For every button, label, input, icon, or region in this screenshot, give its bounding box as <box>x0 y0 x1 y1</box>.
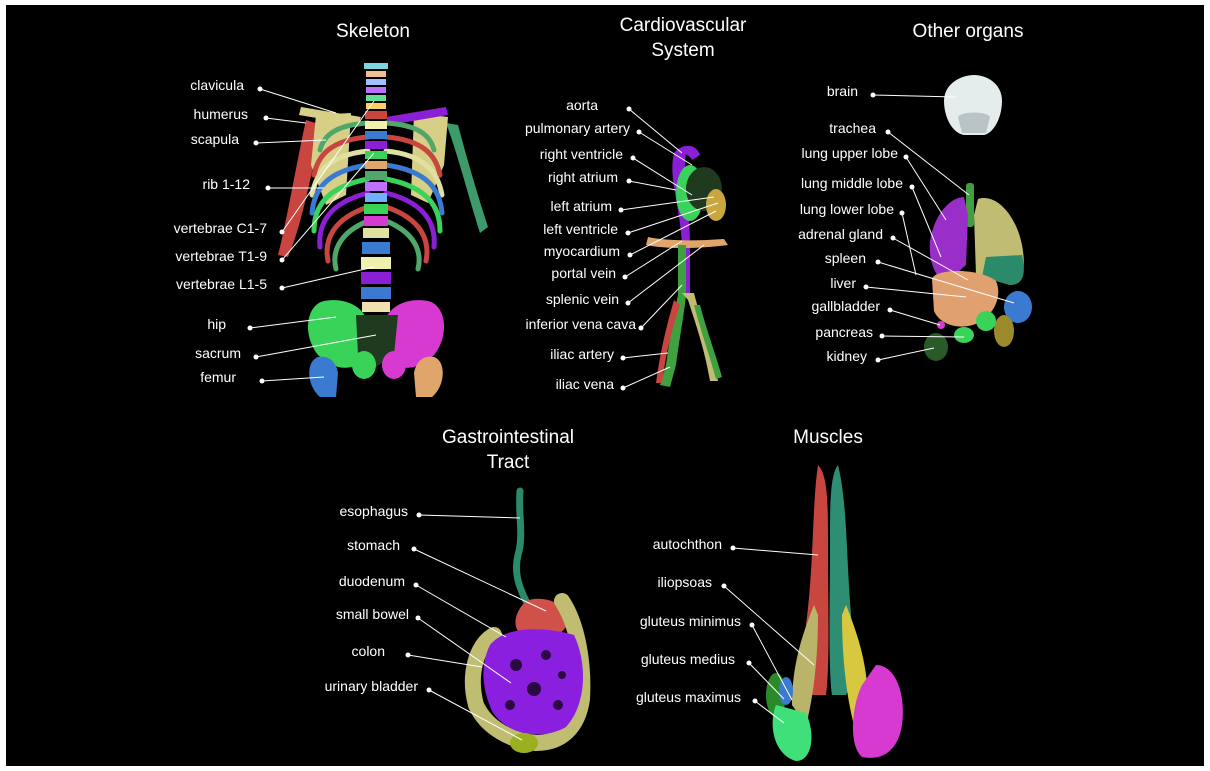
label-lung-middle-lobe: lung middle lobe <box>801 175 903 191</box>
label-kidney: kidney <box>827 348 867 364</box>
label-hip: hip <box>207 316 226 332</box>
label-spleen: spleen <box>825 250 866 266</box>
label-lung-upper-lobe: lung upper lobe <box>801 145 898 161</box>
gi-title-line1: Gastrointestinal <box>442 427 574 448</box>
label-gluteus-maximus: gluteus maximus <box>636 689 741 705</box>
label-gallbladder: gallbladder <box>812 298 881 314</box>
gi-title-line2: Tract <box>487 452 530 473</box>
label-autochthon: autochthon <box>653 536 722 552</box>
label-small-bowel: small bowel <box>336 606 409 622</box>
label-stomach: stomach <box>347 537 400 553</box>
label-urinary-bladder: urinary bladder <box>325 678 419 694</box>
label-iliac-vena: iliac vena <box>556 376 615 392</box>
label-vertebrae-t: vertebrae T1-9 <box>175 248 267 264</box>
cardio-title-line2: System <box>651 40 714 61</box>
label-adrenal-gland: adrenal gland <box>798 226 883 242</box>
organs-labels: brain trachea lung upper lobe lung middl… <box>798 83 903 364</box>
skeleton-labels: clavicula humerus scapula rib 1-12 verte… <box>174 77 268 385</box>
muscles-title: Muscles <box>793 427 863 448</box>
organs-model <box>924 75 1032 361</box>
muscles-model <box>766 465 903 761</box>
gi-labels: esophagus stomach duodenum small bowel c… <box>325 503 419 694</box>
label-humerus: humerus <box>194 106 248 122</box>
label-myocardium: myocardium <box>544 243 620 259</box>
label-trachea: trachea <box>829 120 876 136</box>
cardio-labels: aorta pulmonary artery right ventricle r… <box>525 97 636 392</box>
label-portal-vein: portal vein <box>551 265 616 281</box>
label-clavicula: clavicula <box>190 77 244 93</box>
muscles-panel: Muscles autochthon iliopsoas gluteus min… <box>636 427 903 761</box>
label-right-ventricle: right ventricle <box>540 146 623 162</box>
label-left-atrium: left atrium <box>551 198 612 214</box>
label-duodenum: duodenum <box>339 573 405 589</box>
skeleton-panel: Skeleton <box>174 21 488 397</box>
label-rib: rib 1-12 <box>203 176 251 192</box>
label-iliopsoas: iliopsoas <box>658 574 712 590</box>
label-lung-lower-lobe: lung lower lobe <box>800 201 894 217</box>
figure-frame: Skeleton <box>6 5 1204 766</box>
label-aorta: aorta <box>566 97 598 113</box>
gi-panel: Gastrointestinal Tract <box>325 427 583 753</box>
label-splenic-vein: splenic vein <box>546 291 619 307</box>
label-sacrum: sacrum <box>195 345 241 361</box>
label-brain: brain <box>827 83 858 99</box>
label-pancreas: pancreas <box>815 324 873 340</box>
label-inferior-vena-cava: inferior vena cava <box>525 316 636 332</box>
skeleton-title: Skeleton <box>336 21 410 42</box>
organs-panel: Other organs <box>798 21 1032 364</box>
label-left-ventricle: left ventricle <box>543 221 618 237</box>
organs-title: Other organs <box>913 21 1024 42</box>
label-pulmonary-artery: pulmonary artery <box>525 120 630 136</box>
gi-model <box>473 491 583 753</box>
label-iliac-artery: iliac artery <box>550 346 614 362</box>
label-colon: colon <box>352 643 385 659</box>
label-liver: liver <box>830 275 856 291</box>
label-right-atrium: right atrium <box>548 169 618 185</box>
label-femur: femur <box>200 369 236 385</box>
muscles-labels: autochthon iliopsoas gluteus minimus glu… <box>636 536 741 705</box>
label-vertebrae-c: vertebrae C1-7 <box>174 220 268 236</box>
label-gluteus-minimus: gluteus minimus <box>640 613 741 629</box>
label-gluteus-medius: gluteus medius <box>641 651 735 667</box>
label-scapula: scapula <box>191 131 239 147</box>
label-esophagus: esophagus <box>339 503 408 519</box>
label-vertebrae-l: vertebrae L1-5 <box>176 276 267 292</box>
cardio-model <box>646 146 728 387</box>
cardio-panel: Cardiovascular System <box>525 15 747 392</box>
anatomy-figure: Skeleton <box>6 5 1204 766</box>
cardio-title-line1: Cardiovascular <box>620 15 747 36</box>
